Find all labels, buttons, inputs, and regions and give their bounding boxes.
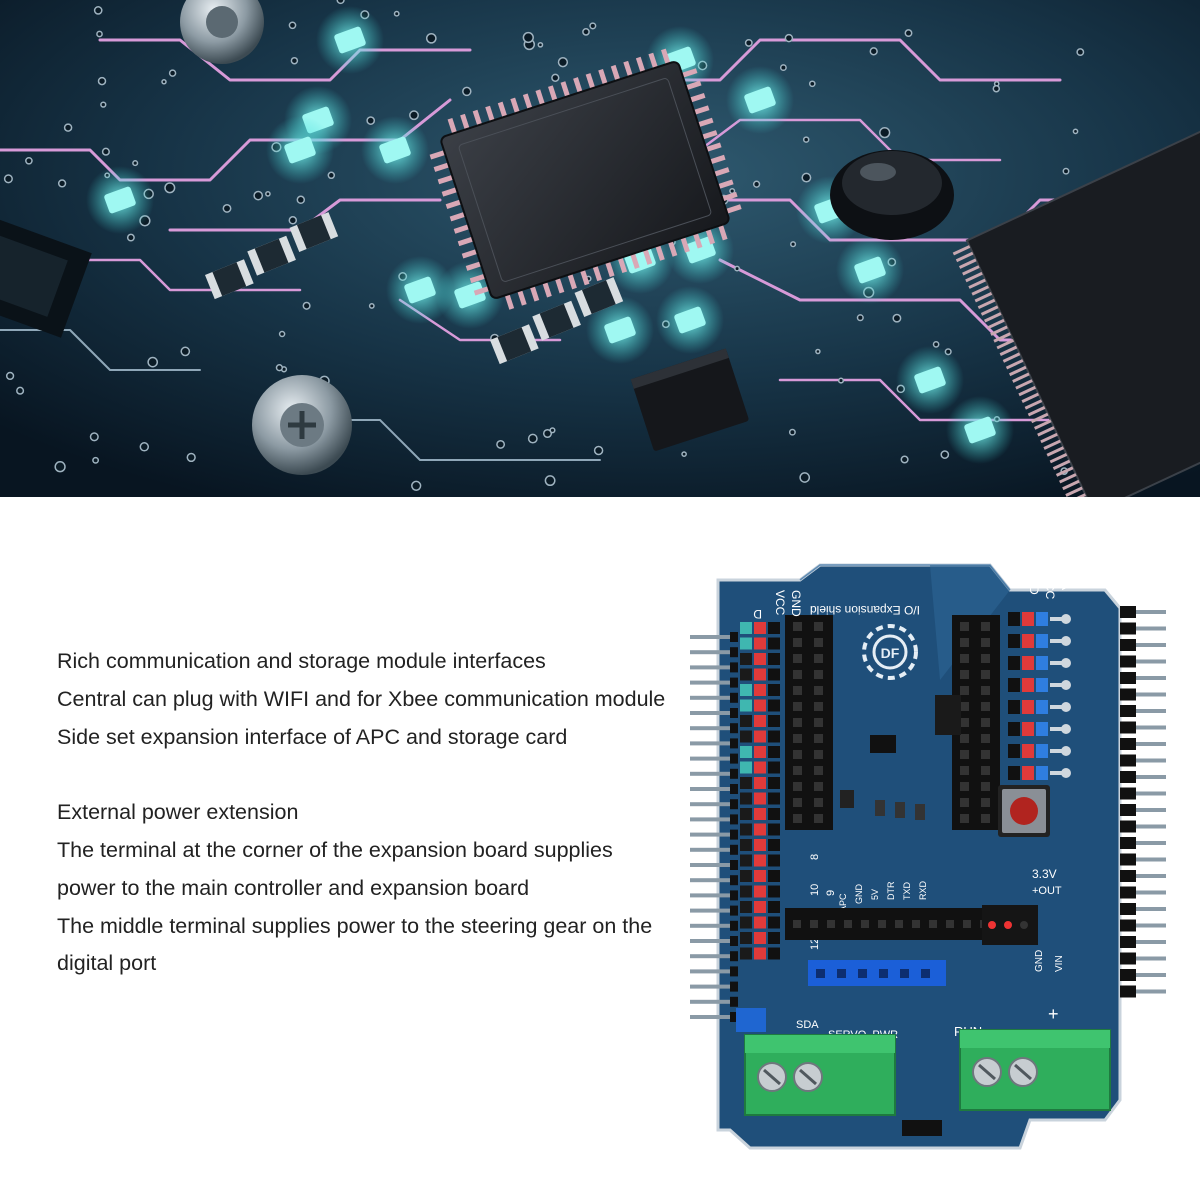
i2c-header: [736, 1008, 766, 1032]
d-label: D: [753, 607, 762, 621]
right-header-pins: [1120, 606, 1166, 998]
interfaces-feature-group: Rich communication and storage module in…: [57, 643, 667, 756]
5v-label: 5V: [870, 889, 880, 900]
feature-line: The middle terminal supplies power to th…: [57, 913, 653, 976]
edge-connector: [0, 212, 92, 338]
sda-label: SDA: [796, 1019, 819, 1031]
gnd-label-apc: GND: [854, 884, 864, 905]
black-ic: [630, 348, 749, 451]
inductor: [830, 150, 954, 240]
female-header-left: [785, 615, 833, 830]
jumper-pins[interactable]: [982, 905, 1038, 945]
pin-number-10: 10: [809, 884, 821, 896]
feature-line: Side set expansion interface of APC and …: [57, 724, 568, 749]
vin-label: VIN: [1054, 955, 1065, 972]
dtr-label: DTR: [886, 881, 896, 900]
large-bga-chip: [952, 129, 1200, 497]
a-label: A: [1059, 582, 1073, 590]
pin-number-9: 9: [825, 890, 837, 896]
screw-terminal-servo-power[interactable]: [744, 1034, 896, 1116]
feature-line: Rich communication and storage module in…: [57, 649, 546, 673]
smd-resistors: [205, 212, 624, 365]
power-feature-group: External power extension The terminal at…: [57, 794, 667, 983]
reset-button[interactable]: [998, 785, 1050, 837]
mounting-screws: [180, 0, 352, 475]
board-title-label: I/O Expansion shield: [810, 603, 920, 617]
v33-label: 3.3V: [1032, 867, 1057, 881]
plus-label-right: +: [1048, 1004, 1059, 1024]
gnd-label: GND: [789, 590, 803, 617]
digital-servo-headers: [740, 622, 780, 960]
left-header-pins: [690, 632, 738, 1022]
gnd-label-power: GND: [1034, 950, 1045, 972]
screw-terminal-main-power[interactable]: [959, 1029, 1111, 1111]
gnd-label-right: GND: [1027, 568, 1041, 595]
apc-label: APC: [838, 893, 848, 912]
via-holes: [0, 0, 1199, 491]
gear-logo-icon: DF: [862, 624, 918, 680]
main-microcontroller-chip: [429, 48, 742, 310]
pin-number-8: 8: [809, 854, 821, 860]
feature-list: Rich communication and storage module in…: [57, 643, 667, 983]
out-label: +OUT: [1032, 885, 1062, 897]
vcc-label-right: VCC: [1043, 574, 1057, 600]
expansion-shield-photo: DF I/O Expansion shield D VCC GND GND VC…: [690, 560, 1170, 1180]
txd-label: TXD: [902, 881, 912, 900]
rxd-label: RXD: [918, 880, 928, 900]
vcc-label: VCC: [773, 590, 787, 616]
feature-line: The terminal at the corner of the expans…: [57, 837, 613, 900]
feature-line: Central can plug with WIFI and for Xbee …: [57, 686, 666, 711]
voltage-regulator: [870, 735, 896, 753]
circuit-board-banner: [0, 0, 1200, 497]
circuit-board-illustration: [0, 0, 1200, 497]
analog-headers: [1008, 612, 1071, 780]
svg-text:DF: DF: [881, 645, 900, 661]
switch[interactable]: [902, 1120, 942, 1136]
pin-number-12: 12: [809, 938, 821, 950]
regulator-large: [935, 695, 961, 735]
expansion-shield-illustration: DF I/O Expansion shield D VCC GND GND VC…: [690, 563, 1166, 1150]
feature-line: External power extension: [57, 800, 299, 825]
